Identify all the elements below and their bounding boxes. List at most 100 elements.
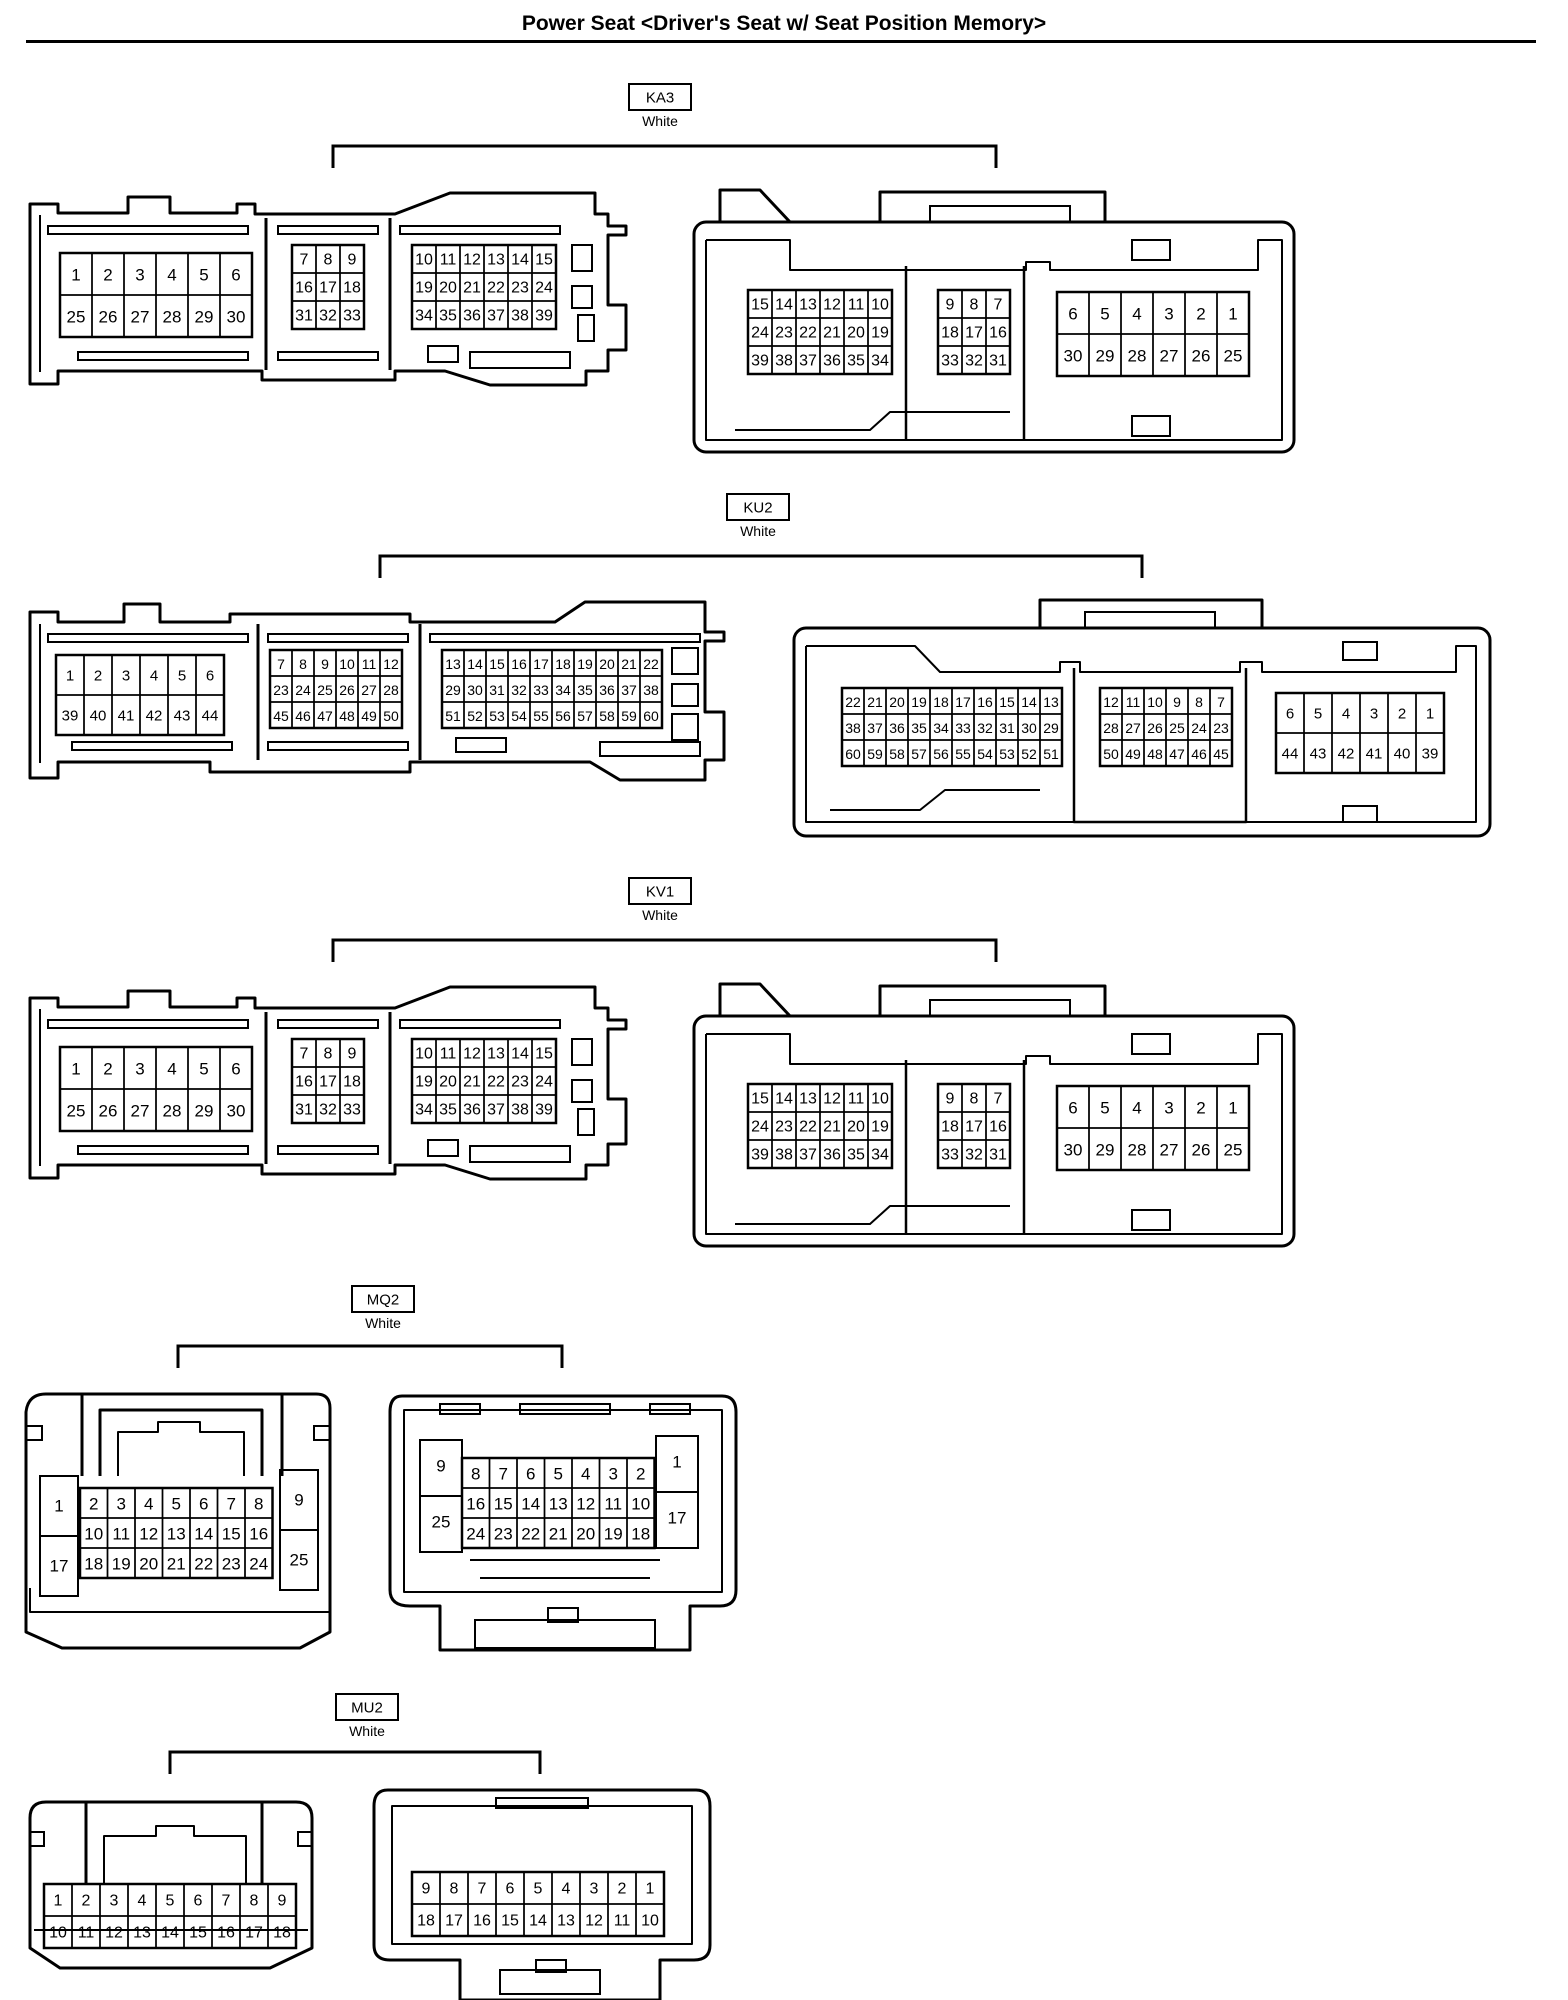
pin-number: 60 (643, 708, 659, 724)
pin-number: 2 (618, 1881, 627, 1898)
pin-number: 33 (941, 1147, 959, 1164)
pin-cell (219, 294, 253, 338)
pin-number: 13 (799, 1091, 817, 1108)
pin-cell (867, 1139, 893, 1169)
pin-number: 8 (254, 1495, 263, 1514)
pin-number: 57 (577, 708, 593, 724)
pin-number: 20 (576, 1525, 595, 1544)
pin-number: 13 (1043, 694, 1059, 710)
pin-number: 44 (1282, 746, 1299, 763)
pin-number: 10 (415, 1046, 433, 1063)
pin-number: 15 (535, 252, 553, 269)
pin-number: 10 (415, 252, 433, 269)
key-slot (571, 1079, 593, 1103)
pin-number: 7 (227, 1495, 236, 1514)
pin-number: 31 (989, 1147, 1007, 1164)
pin-number: 2 (636, 1465, 645, 1484)
pin-number: 8 (250, 1893, 259, 1910)
pin-number: 2 (1196, 305, 1205, 324)
pin-number: 6 (526, 1465, 535, 1484)
pin-number: 3 (609, 1465, 618, 1484)
pin-number: 15 (494, 1495, 513, 1514)
latch-slot (929, 999, 1071, 1017)
latch-slot (277, 1145, 379, 1155)
pin-number: 18 (941, 325, 959, 342)
pin-cell (279, 1529, 319, 1591)
pin-number: 53 (489, 708, 505, 724)
title-rule (26, 40, 1536, 43)
pin-number: 25 (432, 1513, 451, 1532)
pin-number: 27 (361, 682, 377, 698)
terminal-inner-line (735, 411, 1010, 431)
pin-number: 31 (989, 353, 1007, 370)
pin-number: 28 (163, 1102, 182, 1121)
pin-number: 38 (845, 720, 861, 736)
pin-number: 49 (1125, 746, 1141, 762)
pin-number: 29 (1043, 720, 1059, 736)
pin-number: 37 (799, 353, 817, 370)
pin-number: 7 (994, 297, 1003, 314)
pin-number: 26 (1147, 720, 1163, 736)
pin-number: 12 (823, 1091, 841, 1108)
pin-number: 16 (466, 1495, 485, 1514)
pin-number: 11 (1126, 694, 1141, 710)
pin-number: 3 (590, 1881, 599, 1898)
terminal-inner-outline (705, 239, 1283, 441)
latch-slot (649, 1403, 691, 1415)
pin-number: 13 (133, 1925, 151, 1942)
pin-number: 17 (965, 1119, 983, 1136)
terminal-inner-line (470, 1559, 660, 1579)
pin-number: 4 (167, 1060, 176, 1079)
pin-number: 50 (1103, 746, 1119, 762)
connector-id-box (335, 1693, 399, 1721)
pin-number: 14 (511, 1046, 529, 1063)
pin-number: 21 (167, 1555, 186, 1574)
housing-outline (24, 1392, 332, 1650)
latch-slot (474, 1619, 656, 1649)
connector-id-box (628, 877, 692, 905)
pin-number: 26 (99, 308, 118, 327)
pin-number: 32 (977, 720, 993, 736)
pin-number: 12 (585, 1913, 603, 1930)
latch-slot (429, 633, 701, 643)
pin-cell (1216, 1127, 1250, 1171)
pin-number: 20 (139, 1555, 158, 1574)
pin-number: 19 (604, 1525, 623, 1544)
latch-slot (399, 225, 561, 235)
pin-number: 4 (1132, 1099, 1141, 1118)
pin-number: 20 (439, 280, 457, 297)
connector-id: KV1 (646, 884, 674, 901)
pin-number: 41 (1366, 746, 1383, 763)
housing-divider (264, 1012, 392, 1164)
pin-number: 25 (67, 308, 86, 327)
pin-number: 3 (1370, 706, 1378, 723)
pin-number: 22 (643, 656, 659, 672)
pin-number: 59 (867, 746, 883, 762)
connector-id-box (628, 83, 692, 111)
pin-number: 9 (321, 656, 329, 672)
latch-slot (267, 741, 409, 751)
pin-number: 28 (163, 308, 182, 327)
pin-number: 25 (1169, 720, 1185, 736)
pin-number: 22 (487, 1074, 505, 1091)
latch-slot (71, 741, 233, 751)
pin-number: 18 (343, 1074, 361, 1091)
pin-number: 2 (1196, 1099, 1205, 1118)
pin-number: 19 (577, 656, 593, 672)
pin-number: 45 (1213, 746, 1229, 762)
latch-slot (47, 633, 249, 643)
pin-number: 45 (273, 708, 289, 724)
pin-number: 28 (1128, 347, 1147, 366)
pin-number: 32 (511, 682, 527, 698)
pin-number: 39 (535, 1102, 553, 1119)
pin-number: 9 (278, 1893, 287, 1910)
pin-number: 52 (1021, 746, 1037, 762)
pin-number: 39 (751, 353, 769, 370)
pin-number: 16 (989, 325, 1007, 342)
pin-number: 30 (1064, 1141, 1083, 1160)
